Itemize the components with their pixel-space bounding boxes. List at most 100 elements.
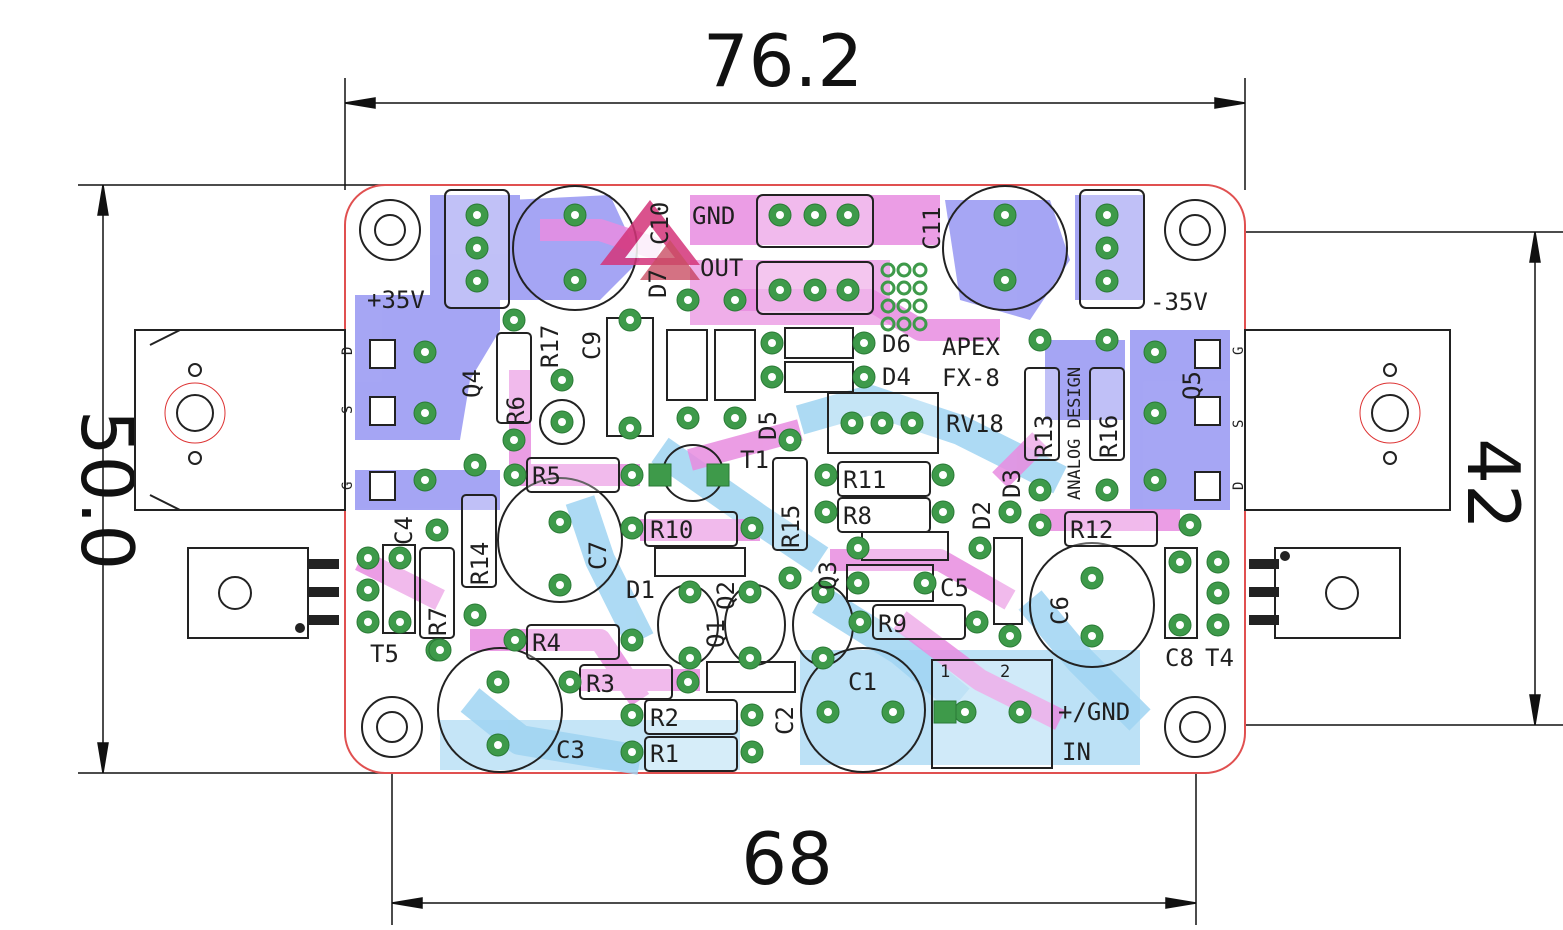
pad-drill-hole xyxy=(811,211,819,219)
pad-drill-hole xyxy=(494,741,502,749)
square-pad xyxy=(706,463,730,487)
label-c5: C5 xyxy=(940,574,969,602)
label-r2: R2 xyxy=(650,704,679,732)
pad-drill-hole xyxy=(494,678,502,686)
pad-drill-hole xyxy=(939,471,947,479)
q4-pin-d-label: D xyxy=(340,347,356,355)
pad-drill-hole xyxy=(1088,574,1096,582)
label-r17: R17 xyxy=(536,325,564,368)
label-rv18: RV18 xyxy=(946,410,1004,438)
pad-drill-hole xyxy=(473,277,481,285)
pad-drill-hole xyxy=(819,588,827,596)
label-r14: R14 xyxy=(466,542,494,585)
pad-drill-hole xyxy=(776,211,784,219)
label-q5: Q5 xyxy=(1178,371,1206,400)
pad-drill-hole xyxy=(571,276,579,284)
pad-drill-hole xyxy=(421,348,429,356)
pad-drill-hole xyxy=(776,286,784,294)
label-t5: T5 xyxy=(370,640,399,668)
label-fx8: FX-8 xyxy=(942,364,1000,392)
label-r12: R12 xyxy=(1070,516,1113,544)
pad-drill-hole xyxy=(628,471,636,479)
pad-drill-hole xyxy=(436,646,444,654)
label-conn-pin1: 1 xyxy=(940,662,950,682)
label-r16: R16 xyxy=(1095,415,1123,458)
label-d3: D3 xyxy=(998,469,1026,498)
via xyxy=(896,262,912,278)
pad-drill-hole xyxy=(628,711,636,719)
pad-drill-hole xyxy=(626,316,634,324)
pad-drill-hole xyxy=(848,419,856,427)
pad-drill-hole xyxy=(628,524,636,532)
pad-drill-hole xyxy=(1088,632,1096,640)
label-in-gnd: +/GND xyxy=(1058,698,1130,726)
pad-drill-hole xyxy=(822,471,830,479)
pad-drill-hole xyxy=(811,286,819,294)
label-d1: D1 xyxy=(626,576,655,604)
pad-drill-hole xyxy=(1016,708,1024,716)
pad-drill-hole xyxy=(1103,277,1111,285)
pad-drill-hole xyxy=(768,339,776,347)
label-in: IN xyxy=(1062,738,1091,766)
label-q4: Q4 xyxy=(458,369,486,398)
pad-drill-hole xyxy=(854,579,862,587)
label-pos-supply: +35V xyxy=(367,286,425,314)
pad-drill-hole xyxy=(976,544,984,552)
pad-drill-hole xyxy=(860,373,868,381)
q4-pin-tabs xyxy=(369,339,396,501)
pad-drill-hole xyxy=(1001,211,1009,219)
label-r13: R13 xyxy=(1030,415,1058,458)
label-t1: T1 xyxy=(740,446,769,474)
via xyxy=(896,298,912,314)
pad-drill-hole xyxy=(471,611,479,619)
label-c7: C7 xyxy=(584,541,612,570)
pad-drill-hole xyxy=(556,581,564,589)
pad-drill-hole xyxy=(819,654,827,662)
label-d2: D2 xyxy=(968,501,996,530)
pad-drill-hole xyxy=(921,579,929,587)
q5-pin-tabs xyxy=(1194,339,1221,501)
dimension-lines xyxy=(78,78,1563,925)
pad-drill-hole xyxy=(628,748,636,756)
apex-logo-icon xyxy=(600,200,700,280)
pad-drill-hole xyxy=(973,618,981,626)
pad-drill-hole xyxy=(510,316,518,324)
pad-drill-hole xyxy=(908,419,916,427)
pad-drill-hole xyxy=(1103,244,1111,252)
pad-drill-hole xyxy=(628,636,636,644)
t4-body xyxy=(1249,547,1401,639)
pad-drill-hole xyxy=(854,544,862,552)
pad-drill-hole xyxy=(511,471,519,479)
pad-drill-hole xyxy=(566,678,574,686)
pad-drill-hole xyxy=(786,574,794,582)
dimension-height-right: 42 xyxy=(1451,438,1535,530)
pad-drill-hole xyxy=(1001,276,1009,284)
square-pad xyxy=(648,463,672,487)
label-out: OUT xyxy=(700,254,743,282)
pad-drill-hole xyxy=(1151,476,1159,484)
pad-drill-hole xyxy=(1103,211,1111,219)
pad-drill-hole xyxy=(396,618,404,626)
pad-drill-hole xyxy=(421,476,429,484)
pad-drill-hole xyxy=(939,508,947,516)
pad-drill-hole xyxy=(844,211,852,219)
mounting-holes xyxy=(359,199,1226,758)
q4-pin-g-label: G xyxy=(340,482,356,490)
label-q3: Q3 xyxy=(814,561,842,590)
via xyxy=(912,298,928,314)
pad-drill-hole xyxy=(889,708,897,716)
label-q2: Q2 xyxy=(712,581,740,610)
q4-heatsink-outline xyxy=(134,329,346,511)
pad-drill-hole xyxy=(626,424,634,432)
pad-drill-hole xyxy=(961,708,969,716)
pad-drill-hole xyxy=(746,588,754,596)
pad-drill-hole xyxy=(1036,486,1044,494)
mounting-hole-top-right xyxy=(1164,199,1226,261)
pad-drill-hole xyxy=(364,554,372,562)
label-t4: T4 xyxy=(1205,644,1234,672)
label-neg-supply: -35V xyxy=(1150,288,1208,316)
label-r7: R7 xyxy=(424,607,452,636)
pad-drill-hole xyxy=(511,636,519,644)
square-pad xyxy=(933,700,957,724)
